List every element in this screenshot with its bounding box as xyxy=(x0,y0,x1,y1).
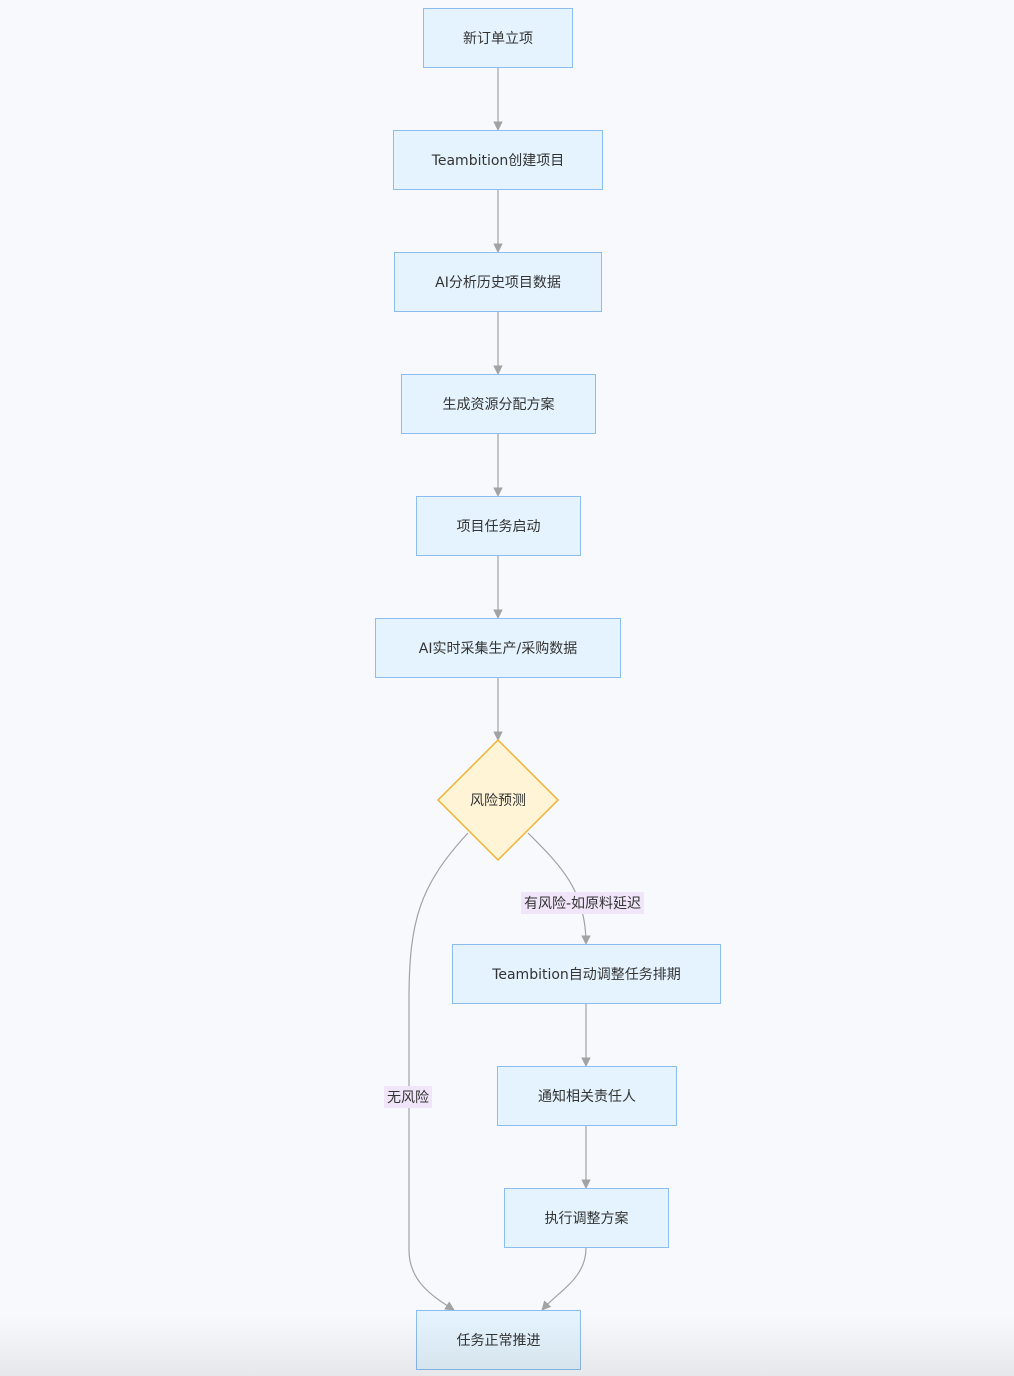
edge-decision-n10 xyxy=(408,832,469,1311)
decision-risk-prediction: 风险预测 xyxy=(470,793,526,809)
edge-label-no-risk: 无风险 xyxy=(384,1086,432,1108)
node-new-order: 新订单立项 xyxy=(423,8,573,68)
node-task-normal-progress: 任务正常推进 xyxy=(416,1310,581,1370)
node-notify-owner: 通知相关责任人 xyxy=(497,1066,677,1126)
edge-decision-n7 xyxy=(527,832,591,945)
node-task-start: 项目任务启动 xyxy=(416,496,581,556)
node-ai-realtime-collect: AI实时采集生产/采购数据 xyxy=(375,618,621,678)
node-execute-adjustment: 执行调整方案 xyxy=(504,1188,669,1248)
node-create-project: Teambition创建项目 xyxy=(393,130,603,190)
node-auto-adjust-schedule: Teambition自动调整任务排期 xyxy=(452,944,721,1004)
decision-diamond xyxy=(436,738,560,862)
node-ai-analyze-history: AI分析历史项目数据 xyxy=(394,252,602,312)
edge-label-has-risk: 有风险-如原料延迟 xyxy=(521,892,645,914)
node-resource-plan: 生成资源分配方案 xyxy=(401,374,596,434)
edge-n9-n10 xyxy=(541,1247,587,1311)
